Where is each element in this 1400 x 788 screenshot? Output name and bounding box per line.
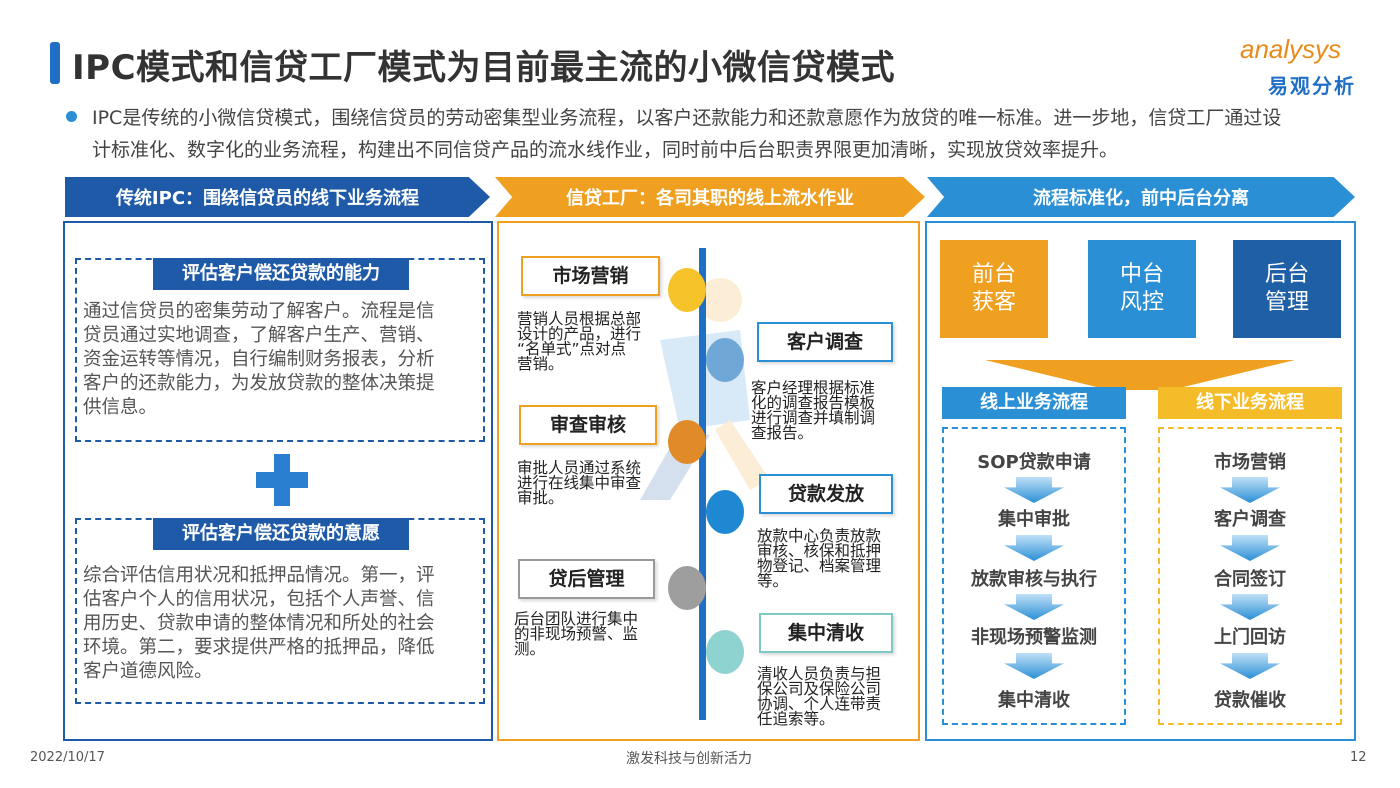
online-item: 放款审核与执行 <box>971 569 1097 590</box>
step-post-loan-desc: 后台团队进行集中 的非现场预警、监 测。 <box>514 610 669 658</box>
offline-item: 客户调查 <box>1214 509 1286 530</box>
text-line: 用历史、贷款申请的整体情况和所处的社会 <box>83 613 435 634</box>
online-flow-label: 线上业务流程 <box>942 387 1126 419</box>
text-line: 放款中心负责放款 <box>757 527 882 545</box>
willingness-label: 评估客户偿还贷款的意愿 <box>153 518 409 550</box>
footer-slogan: 激发科技与创新活力 <box>626 751 752 767</box>
online-item: 集中审批 <box>998 509 1070 530</box>
page-number: 12 <box>1350 750 1367 765</box>
text-line: 进行在线集中审查 <box>517 474 642 492</box>
timeline-node <box>706 338 744 382</box>
step-collection: 集中清收 <box>759 613 893 653</box>
text-line: 营销。 <box>517 355 564 373</box>
step-post-loan: 贷后管理 <box>518 559 655 599</box>
text-line: 资金运转等情况，自行编制财务报表，分析 <box>83 349 435 370</box>
offline-item: 上门回访 <box>1214 627 1286 648</box>
offline-flow-box <box>1158 427 1342 725</box>
step-review: 审查审核 <box>519 405 657 445</box>
timeline-node <box>706 490 744 534</box>
text-line: 进行调查并填制调 <box>751 409 876 427</box>
bullet-dot-icon <box>66 111 77 122</box>
text-line: 通过信贷员的密集劳动了解客户。流程是信 <box>83 301 435 322</box>
offline-item: 贷款催收 <box>1214 690 1286 711</box>
text-line: 等。 <box>757 572 789 590</box>
step-survey-desc: 客户经理根据标准 化的调查报告模板 进行调查并填制调 查报告。 <box>751 379 911 442</box>
tier-back: 后台管理 <box>1233 240 1341 338</box>
text-line: 营销人员根据总部 <box>517 310 642 328</box>
text-line: 设计的产品，进行 <box>517 325 642 343</box>
section-header-factory: 信贷工厂：各司其职的线上流水作业 <box>495 177 925 217</box>
panel-standard <box>925 221 1356 741</box>
step-disbursement-desc: 放款中心负责放款 审核、核保和抵押 物登记、档案管理 等。 <box>757 527 917 590</box>
tier-front: 前台获客 <box>940 240 1048 338</box>
text-line: 估客户个人的信用状况，包括个人声誉、信 <box>83 589 435 610</box>
timeline-node <box>668 566 706 610</box>
online-item: 集中清收 <box>998 690 1070 711</box>
text-line: 任追索等。 <box>757 710 835 728</box>
ability-text: 通过信贷员的密集劳动了解客户。流程是信 贷员通过实地调查，了解客户生产、营销、 … <box>83 300 483 420</box>
page-title: IPC模式和信贷工厂模式为目前最主流的小微信贷模式 <box>72 48 896 88</box>
timeline-node <box>668 268 706 312</box>
intro-line: IPC是传统的小微信贷模式，围绕信贷员的劳动密集型业务流程，以客户还款能力和还款… <box>92 107 1282 129</box>
text-line: 审核、核保和抵押 <box>757 542 882 560</box>
text-line: 环境。第二，要求提供严格的抵押品，降低 <box>83 637 435 658</box>
text-line: 审批人员通过系统 <box>517 459 642 477</box>
timeline-node <box>668 420 706 464</box>
logo-text-en: analysys <box>1240 34 1342 64</box>
section-header-standard: 流程标准化，前中后台分离 <box>927 177 1355 217</box>
text-line: 综合评估信用状况和抵押品情况。第一，评 <box>83 565 435 586</box>
text-line: 清收人员负责与担 <box>757 665 882 683</box>
online-item: SOP贷款申请 <box>977 452 1091 473</box>
online-flow-box <box>942 427 1126 725</box>
step-disbursement: 贷款发放 <box>759 474 893 514</box>
offline-flow-label: 线下业务流程 <box>1158 387 1342 419</box>
step-review-desc: 审批人员通过系统 进行在线集中审查 审批。 <box>517 459 667 507</box>
tier-line: 后台 <box>1264 262 1309 287</box>
text-line: 后台团队进行集中 <box>514 610 639 628</box>
offline-item: 市场营销 <box>1214 452 1286 473</box>
step-marketing-desc: 营销人员根据总部 设计的产品，进行 “名单式”点对点 营销。 <box>517 310 667 373</box>
tier-line: 前台 <box>971 262 1016 287</box>
text-line: 客户的还款能力，为发放贷款的整体决策提 <box>83 373 435 394</box>
text-line: 协调、个人连带责 <box>757 695 882 713</box>
step-marketing: 市场营销 <box>521 256 660 296</box>
step-survey: 客户调查 <box>757 322 893 362</box>
timeline-node <box>706 630 744 674</box>
panel-factory <box>497 221 920 741</box>
text-line: 贷员通过实地调查，了解客户生产、营销、 <box>83 325 435 346</box>
offline-item: 合同签订 <box>1214 569 1286 590</box>
text-line: 客户道德风险。 <box>83 661 213 682</box>
text-line: 客户经理根据标准 <box>751 379 876 397</box>
text-line: 测。 <box>514 640 546 658</box>
section-header-ipc: 传统IPC：围绕信贷员的线下业务流程 <box>65 177 490 217</box>
text-line: 查报告。 <box>751 424 814 442</box>
intro-line: 计标准化、数字化的业务流程，构建出不同信贷产品的流水线作业，同时前中后台职责界限… <box>92 139 1119 161</box>
footer-date: 2022/10/17 <box>30 750 105 765</box>
step-collection-desc: 清收人员负责与担 保公司及保险公司 协调、个人连带责 任追索等。 <box>757 665 917 728</box>
text-line: 审批。 <box>517 489 564 507</box>
text-line: 化的调查报告模板 <box>751 394 876 412</box>
panel-ipc <box>63 221 493 741</box>
text-line: “名单式”点对点 <box>517 340 627 358</box>
tier-line: 管理 <box>1264 290 1309 315</box>
willingness-text: 综合评估信用状况和抵押品情况。第一，评 估客户个人的信用状况，包括个人声誉、信 … <box>83 564 483 684</box>
tier-line: 中台 <box>1119 262 1164 287</box>
logo-text-cn: 易观分析 <box>1268 74 1356 98</box>
tier-middle: 中台风控 <box>1088 240 1196 338</box>
text-line: 的非现场预警、监 <box>514 625 639 643</box>
text-line: 物登记、档案管理 <box>757 557 882 575</box>
plus-icon-vertical <box>274 454 290 506</box>
text-line: 保公司及保险公司 <box>757 680 882 698</box>
timeline-axis <box>699 248 706 720</box>
online-item: 非现场预警监测 <box>971 627 1097 648</box>
tier-line: 获客 <box>971 290 1016 315</box>
tier-line: 风控 <box>1119 290 1164 315</box>
title-accent-bar <box>50 42 60 84</box>
ability-label: 评估客户偿还贷款的能力 <box>153 258 409 290</box>
intro-paragraph: IPC是传统的小微信贷模式，围绕信贷员的劳动密集型业务流程，以客户还款能力和还款… <box>92 102 1382 166</box>
text-line: 供信息。 <box>83 397 158 418</box>
